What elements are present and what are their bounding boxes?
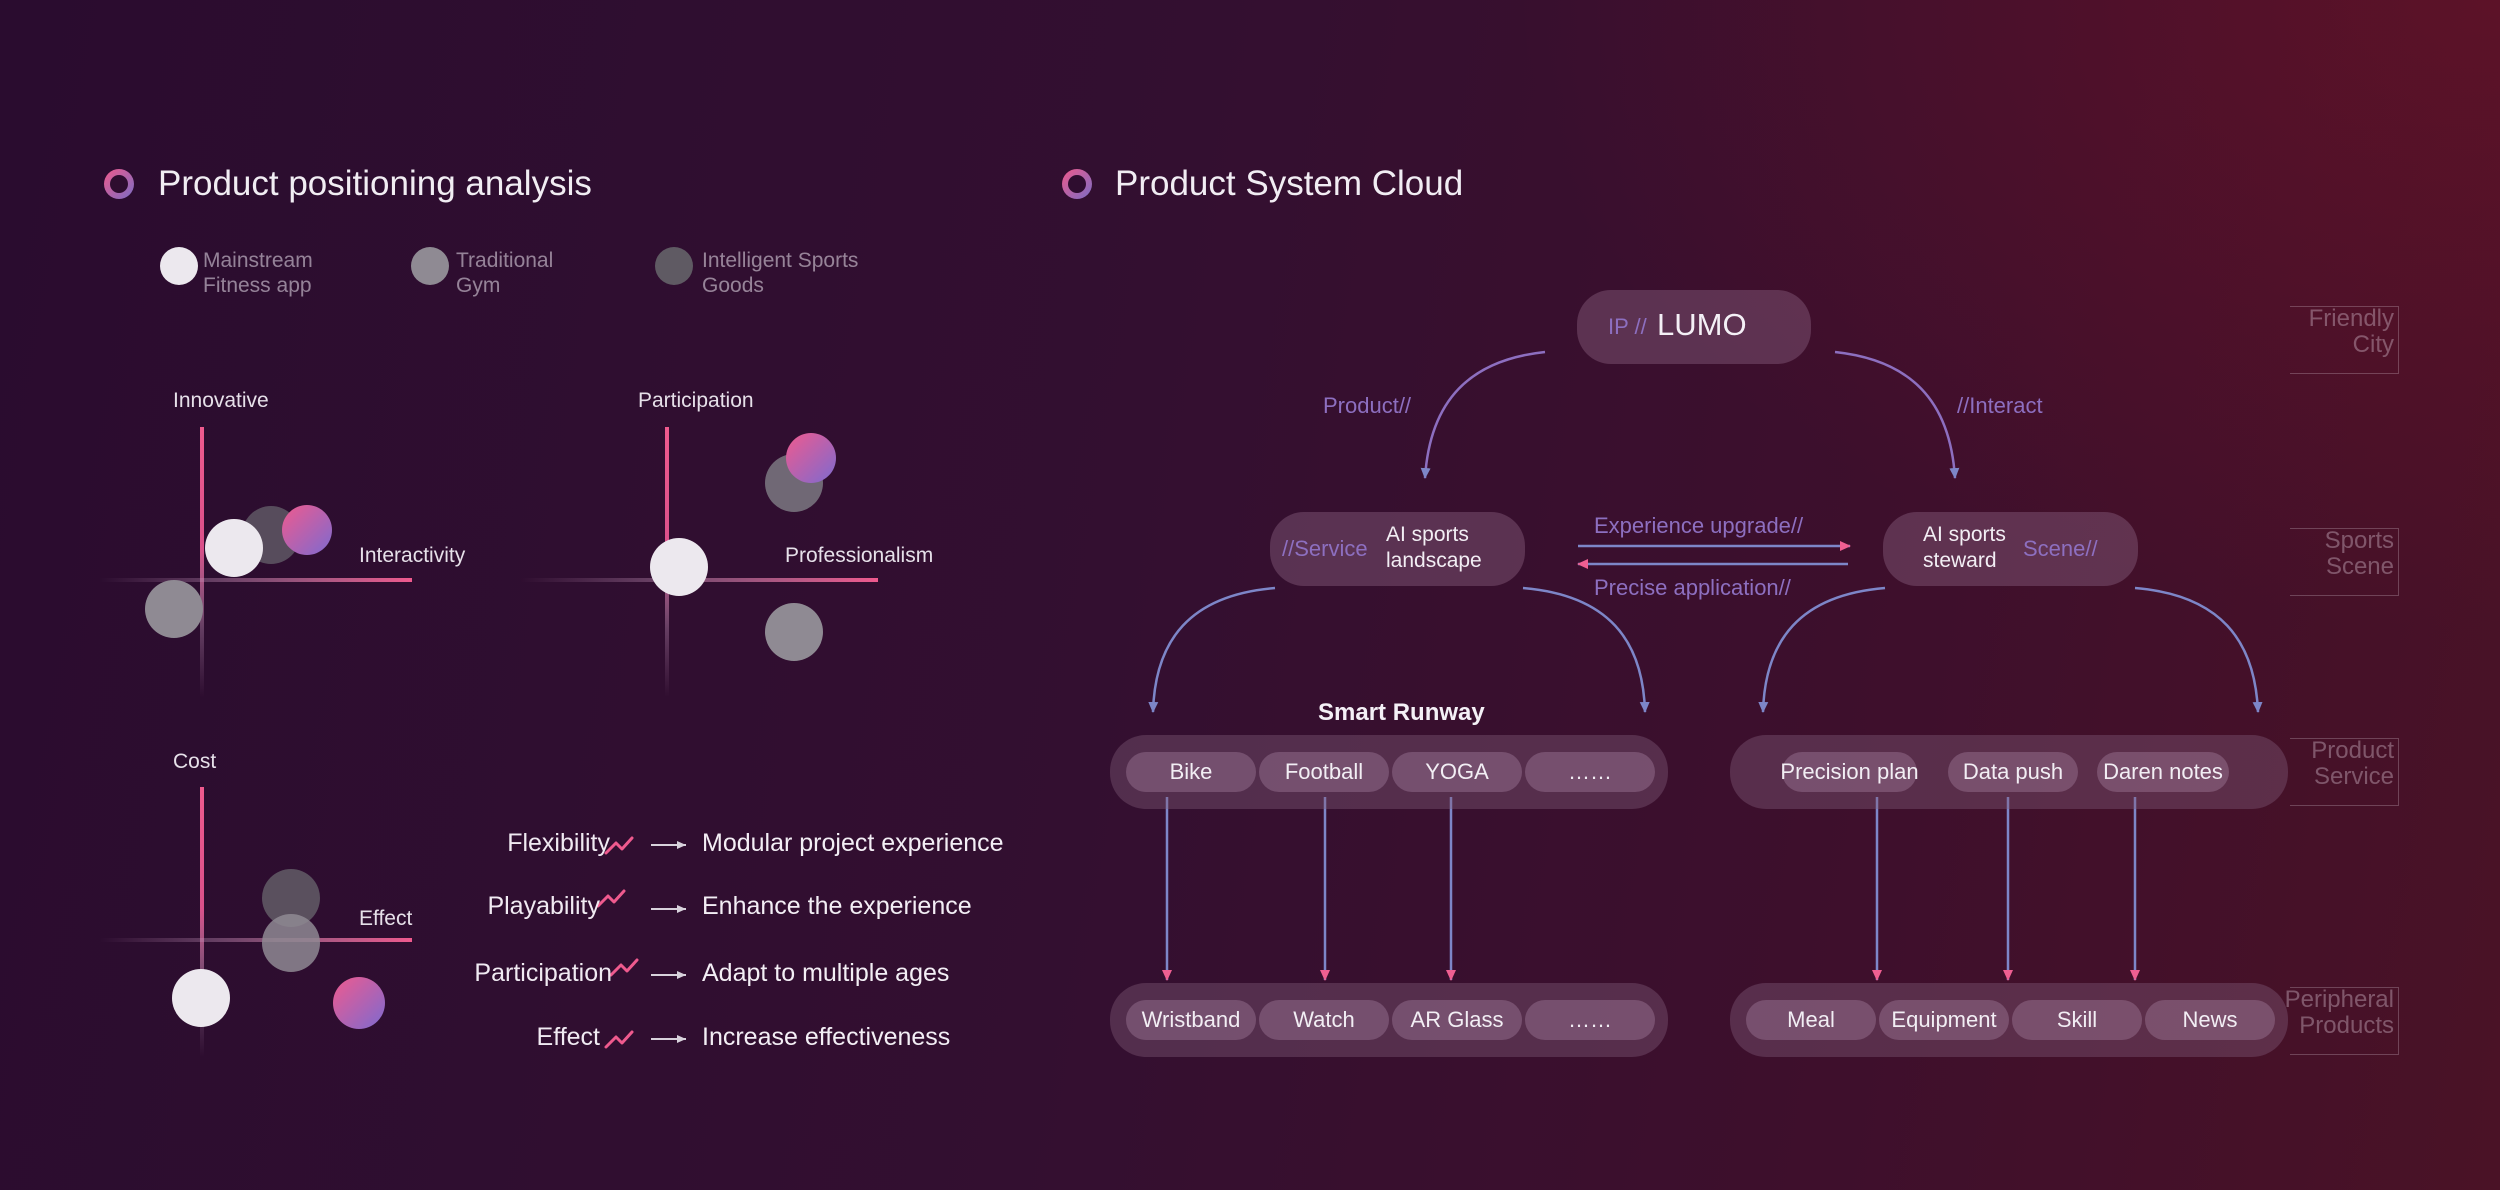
point-lumo-ring xyxy=(282,505,332,555)
section-ring-icon xyxy=(104,169,134,199)
layer-frame xyxy=(2290,528,2399,596)
point-gym xyxy=(765,603,823,661)
service-pill-precision-plan: Precision plan xyxy=(1780,752,1919,792)
layer-label-peripheral-products: Peripheral Products xyxy=(2284,986,2394,1039)
service-pill-yoga: YOGA xyxy=(1392,752,1522,792)
branch-label-product: Product// xyxy=(1323,393,1412,418)
feature-flexibility: Flexibility xyxy=(507,829,610,857)
service-node: //Service AI sports landscape xyxy=(1270,512,1525,586)
chart2-x-label: Professionalism xyxy=(785,544,934,567)
branch-label-interact: //Interact xyxy=(1957,393,2043,418)
service-pill-more: …… xyxy=(1525,752,1655,792)
legend-dot-sports-goods xyxy=(655,247,693,285)
chart1-y-label: Innovative xyxy=(173,389,269,412)
legend-dot-fitness-app xyxy=(160,247,198,285)
root-name: LUMO xyxy=(1657,307,1747,342)
layer-frame xyxy=(2290,987,2399,1055)
feature-participation: Participation xyxy=(474,959,612,987)
product-pill-meal: Meal xyxy=(1746,1000,1876,1040)
feature-effect: Effect xyxy=(536,1023,600,1051)
scene-line1: AI sports xyxy=(1923,523,2006,546)
feature-playability: Playability xyxy=(487,892,600,920)
scene-tag: Scene// xyxy=(2023,536,2098,561)
root-prefix: IP // xyxy=(1608,314,1647,339)
product-pill-wristband: Wristband xyxy=(1126,1000,1256,1040)
runway-strip: Bike Football YOGA …… xyxy=(1110,735,1668,809)
layer-label-product-service: Product Service xyxy=(2311,737,2394,790)
left-products-strip: Wristband Watch AR Glass …… xyxy=(1110,983,1668,1057)
point-gym xyxy=(145,580,203,638)
system-cloud-title: Product System Cloud xyxy=(1115,164,1464,203)
product-pill-watch: Watch xyxy=(1259,1000,1389,1040)
feature-playability-result: Enhance the experience xyxy=(702,892,972,920)
layer-label-sports-scene: Sports Scene xyxy=(2324,527,2394,580)
exchange-label-top: Experience upgrade// xyxy=(1594,513,1804,538)
service-line2: landscape xyxy=(1386,549,1482,572)
point-gym xyxy=(262,914,320,972)
feature-effect-result: Increase effectiveness xyxy=(702,1023,951,1051)
chart3-y-label: Cost xyxy=(173,750,217,773)
service-pill-data-push: Data push xyxy=(1948,752,2078,792)
point-lumo-ring xyxy=(786,433,836,483)
right-products-strip: Meal Equipment Skill News xyxy=(1730,983,2288,1057)
point-fitness-app xyxy=(205,519,263,577)
product-pill-ar-glass: AR Glass xyxy=(1392,1000,1522,1040)
product-pill-skill: Skill xyxy=(2012,1000,2142,1040)
scene-line2: steward xyxy=(1923,549,1997,572)
legend-label-fitness-app: Mainstream Fitness app xyxy=(203,249,313,297)
point-lumo-ring xyxy=(333,977,385,1029)
product-pill-equipment: Equipment xyxy=(1879,1000,2009,1040)
exchange-label-bottom: Precise application// xyxy=(1594,575,1791,600)
trend-icon xyxy=(596,836,639,1049)
legend-dot-gym xyxy=(411,247,449,285)
feature-participation-result: Adapt to multiple ages xyxy=(702,959,950,987)
legend-label-gym: Traditional Gym xyxy=(456,249,554,297)
service-tag: //Service xyxy=(1282,536,1368,561)
interact-strip: Precision plan Data push Daren notes xyxy=(1730,735,2288,809)
feature-flexibility-result: Modular project experience xyxy=(702,829,1004,857)
service-pill-bike: Bike xyxy=(1126,752,1256,792)
point-fitness-app xyxy=(650,538,708,596)
service-line1: AI sports xyxy=(1386,523,1469,546)
legend-label-sports-goods: Intelligent Sports Goods xyxy=(702,249,859,297)
chart3-x-label: Effect xyxy=(359,907,413,930)
chart2-y-label: Participation xyxy=(638,389,754,412)
scene-node: AI sports steward Scene// xyxy=(1883,512,2138,586)
layer-label-friendly-city: Friendly City xyxy=(2308,305,2394,358)
layer-frame xyxy=(2290,306,2399,374)
product-pill-more: …… xyxy=(1525,1000,1655,1040)
root-node-lumo: IP // LUMO xyxy=(1577,290,1811,364)
positioning-title: Product positioning analysis xyxy=(158,164,592,203)
service-pill-daren-notes: Daren notes xyxy=(2097,752,2229,792)
runway-title: Smart Runway xyxy=(1318,699,1485,726)
section-ring-icon xyxy=(1062,169,1092,199)
service-pill-football: Football xyxy=(1259,752,1389,792)
chart1-x-label: Interactivity xyxy=(359,544,466,567)
product-pill-news: News xyxy=(2145,1000,2275,1040)
layer-frame xyxy=(2290,738,2399,806)
point-fitness-app xyxy=(172,969,230,1027)
